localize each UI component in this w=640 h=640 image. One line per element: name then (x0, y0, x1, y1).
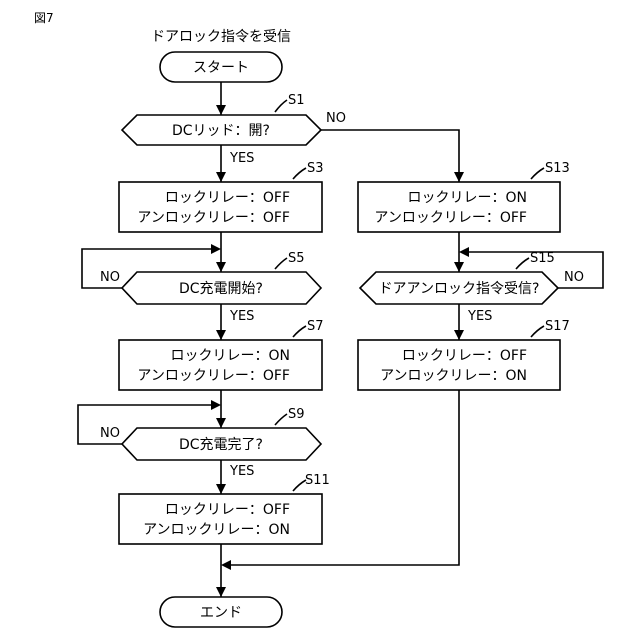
arrowhead (216, 172, 226, 182)
arrowhead (211, 400, 221, 410)
step-label-s17: S17 (545, 319, 570, 334)
arrowhead (454, 172, 464, 182)
step-leader (293, 168, 306, 179)
arrowhead (216, 587, 226, 597)
step-label-s15: S15 (530, 251, 555, 266)
process-s13-line2: アンロックリレー：OFF (374, 210, 527, 226)
process-s11-line2: アンロックリレー：ON (143, 522, 290, 538)
step-label-s5: S5 (288, 251, 305, 266)
arrowhead (221, 560, 231, 570)
arrowhead (454, 330, 464, 340)
connector-s1-s13 (321, 130, 459, 182)
arrowhead (216, 262, 226, 272)
yes-label-s9: YES (229, 464, 254, 479)
process-s3-line2: アンロックリレー：OFF (137, 210, 290, 226)
process-s7-line2: アンロックリレー：OFF (137, 368, 290, 384)
no-label-s5: NO (100, 270, 120, 285)
step-leader (275, 100, 287, 112)
process-s3-line1: ロックリレー：OFF (165, 190, 290, 206)
process-s13-line1: ロックリレー：ON (408, 190, 528, 206)
step-leader (275, 258, 287, 269)
decision-s1-text: DCリッド：開? (172, 123, 270, 139)
arrowhead (216, 418, 226, 428)
yes-label-s1: YES (229, 151, 254, 166)
step-label-s3: S3 (307, 161, 324, 176)
no-label-s9: NO (100, 426, 120, 441)
step-leader (516, 258, 529, 269)
arrowhead (211, 244, 221, 254)
start-label: スタート (193, 60, 249, 76)
arrowhead (454, 262, 464, 272)
step-label-s1: S1 (288, 93, 305, 108)
no-label-s1: NO (326, 111, 346, 126)
arrowhead (216, 105, 226, 115)
step-label-s9: S9 (288, 407, 305, 422)
no-label-s15: NO (564, 270, 584, 285)
yes-label-s5: YES (229, 309, 254, 324)
decision-s9-text: DC充電完了? (179, 437, 263, 453)
process-s7-line1: ロックリレー：ON (171, 348, 291, 364)
yes-label-s15: YES (467, 309, 492, 324)
arrowhead (459, 247, 469, 257)
step-leader (293, 326, 306, 337)
end-label: エンド (200, 605, 242, 621)
flowchart-title: ドアロック指令を受信 (151, 29, 291, 45)
decision-s5-text: DC充電開始? (179, 281, 263, 297)
step-label-s7: S7 (307, 319, 324, 334)
process-s17-line2: アンロックリレー：ON (380, 368, 527, 384)
step-leader (531, 326, 544, 337)
step-leader (531, 168, 544, 179)
figure-label: 図7 (34, 11, 54, 25)
step-label-s11: S11 (305, 473, 330, 488)
decision-s15-text: ドアアンロック指令受信? (379, 281, 540, 297)
step-label-s13: S13 (545, 161, 570, 176)
arrowhead (216, 484, 226, 494)
arrowhead (216, 330, 226, 340)
step-leader (275, 414, 287, 425)
process-s17-line1: ロックリレー：OFF (402, 348, 527, 364)
process-s11-line1: ロックリレー：OFF (165, 502, 290, 518)
